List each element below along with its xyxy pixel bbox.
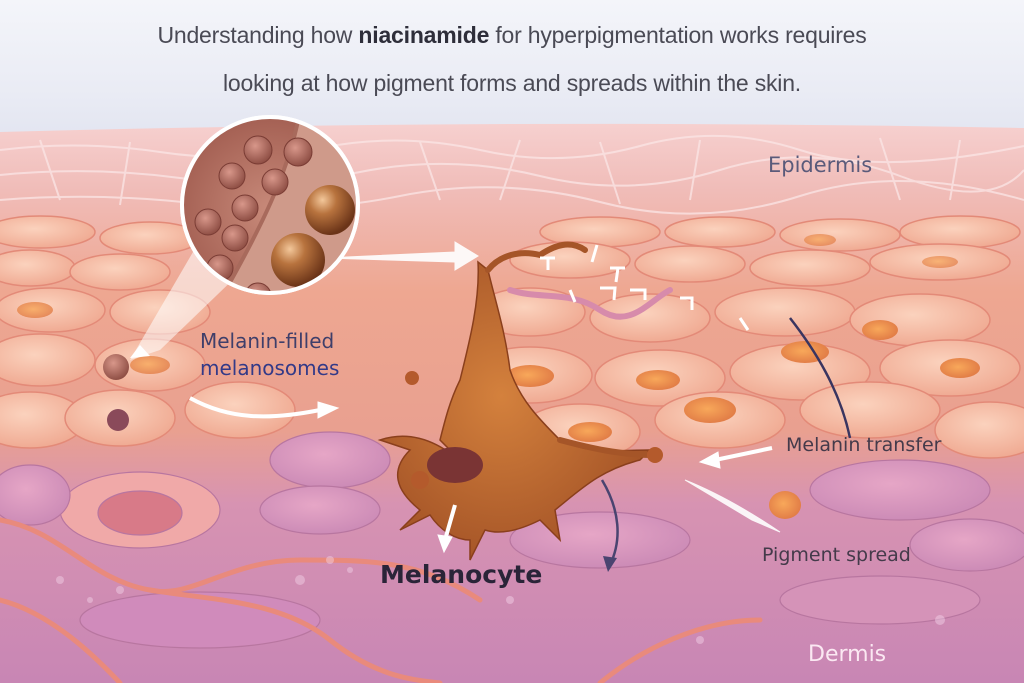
melanin-transfer-label: Melanin transfer (786, 434, 942, 456)
flow-arrows (189, 241, 781, 554)
melanosome-magnified-inset (130, 115, 360, 360)
melanocyte-label: Melanocyte (380, 560, 543, 589)
caption-keyword: niacinamide (358, 22, 490, 48)
melanin-transfer-pointer (789, 317, 852, 439)
cell-nuclei (17, 234, 980, 519)
caption-text: for hyperpigmentation works requires (489, 22, 867, 48)
dermis-label: Dermis (808, 642, 887, 667)
blood-vessels (0, 517, 763, 683)
caption-text: Understanding how (157, 22, 359, 48)
transfer-marks (540, 244, 750, 331)
melanosomes-label: Melanin-filled melanosomes (200, 328, 339, 382)
epidermis-label: Epidermis (768, 153, 873, 177)
dermis-texture-dots (56, 556, 945, 644)
pigment-spread-arrow (600, 479, 619, 572)
caption-line-1: Understanding how niacinamide for hyperp… (0, 22, 1024, 49)
melanocyte-cell (377, 241, 663, 561)
dendrite-branch (507, 287, 673, 320)
melanosome-dot (107, 409, 129, 431)
epidermis-surface-mesh (0, 134, 1024, 215)
caption-line-2: looking at how pigment forms and spreads… (223, 70, 801, 96)
melanosome-dot (103, 354, 129, 380)
melanosomes-label-line2: melanosomes (200, 356, 340, 380)
pigment-spread-label: Pigment spread (762, 544, 911, 566)
melanosomes-label-line1: Melanin-filled (200, 329, 335, 353)
